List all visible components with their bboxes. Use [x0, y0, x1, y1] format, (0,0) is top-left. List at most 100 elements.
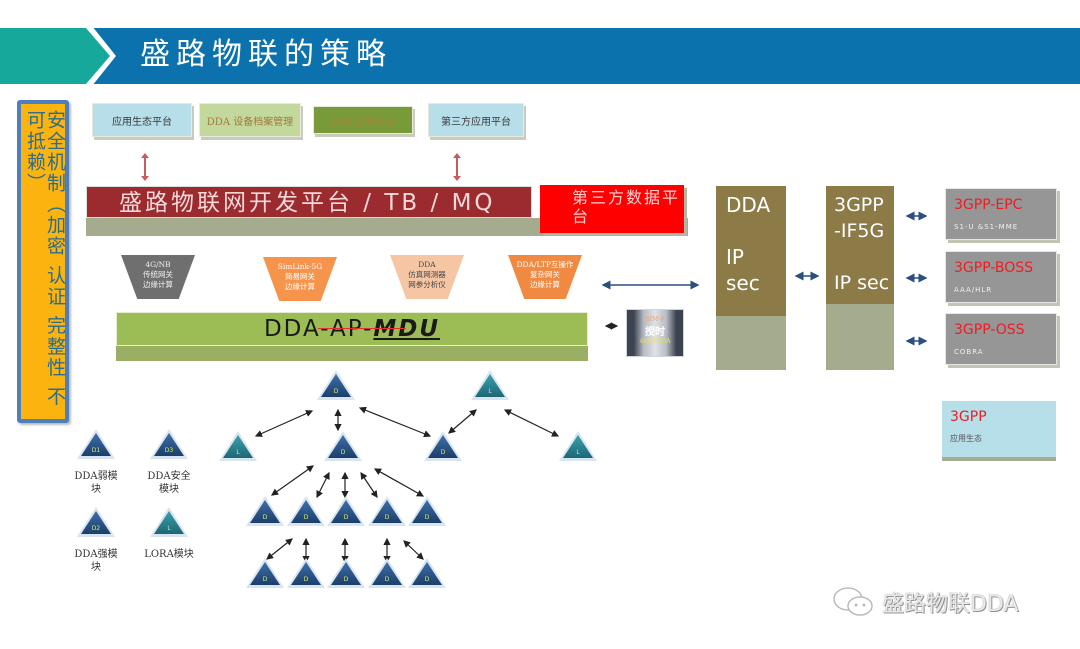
node-tag: D [425, 576, 430, 583]
arrow-mid-l3-4 [360, 472, 378, 498]
mdu-prefix: DDA-AP- [263, 316, 374, 342]
node-tag: D [385, 576, 390, 583]
dda-device-archive-box: DDA 设备档案管理 [199, 103, 301, 137]
watermark: 盛路物联DDA [832, 586, 1019, 618]
platform-base [86, 218, 688, 236]
gateway-line: DDA [418, 260, 436, 269]
arrow-app-platform [141, 153, 149, 181]
mdu-base [116, 344, 588, 361]
security-mechanism-text: 安全机制（加密 认证 完整性 不可抵赖） [24, 110, 66, 408]
arrow-root-lora-left [254, 410, 314, 437]
node-dda-right: D [424, 431, 462, 461]
legend-lora: LORA模块 [144, 549, 194, 560]
gpp-box-sub: AAA/HLR [954, 286, 993, 294]
gpp-box-title: 3GPP-OSS [954, 322, 1025, 338]
auth-device-bottom: 4x1 TDOA [639, 338, 671, 345]
gateway-line: DDA/LTP互操作 [516, 260, 574, 269]
node-tag: D [344, 576, 349, 583]
banner [86, 28, 1080, 84]
node-tag: L [576, 449, 580, 456]
node-tag: D1 [92, 447, 101, 454]
node-dda-l4-3: D [327, 558, 365, 588]
auth-device-label: 授时 [645, 327, 665, 338]
dda-ipsec-block: DDA IP sec [716, 186, 786, 316]
security-mechanism-panel: 安全机制（加密 认证 完整性 不可抵赖） [17, 100, 69, 423]
arrow-root-right [358, 406, 432, 438]
gateway-line: 边缘计算 [530, 280, 560, 289]
node-tag: D [425, 514, 430, 521]
node-lora-left: L [219, 431, 257, 461]
arrow-mid-l3-5 [373, 468, 425, 497]
node-dda-l4-2: D [287, 558, 325, 588]
dda-device-auth-box: DDA 设备认证 [313, 106, 413, 134]
node-lora-far: L [559, 431, 597, 461]
wechat-icon [833, 587, 873, 616]
gpp-if5g-line: -IF5G [834, 220, 885, 242]
node-tag: L [167, 525, 171, 532]
node-tag: D [344, 514, 349, 521]
node-dda-root: D [317, 370, 355, 400]
dda-ipsec-line: IP [726, 245, 744, 269]
legend-node-d1: D1 [77, 429, 115, 459]
arrow-lora-root-right [448, 409, 477, 434]
gpp-eco-title: 3GPP [950, 409, 987, 425]
watermark-text: 盛路物联DDA [882, 592, 1019, 617]
gateway-line: 边缘计算 [285, 282, 315, 291]
node-dda-l3-1: D [246, 496, 284, 526]
arrow-l3-l4-5 [403, 540, 424, 560]
page-title: 盛路物联的策略 [140, 37, 392, 72]
node-lora-root: L [471, 370, 509, 400]
node-tag: D2 [92, 525, 101, 532]
third-party-app-box: 第三方应用平台 [428, 103, 524, 137]
node-tag: D3 [165, 447, 174, 454]
app-ecosystem-box: 应用生态平台 [92, 103, 192, 137]
gpp-eco-sub: 应用生态 [950, 434, 982, 443]
gpp-if5g-line: IP sec [834, 272, 890, 294]
mdu-emphasis: MDU [373, 316, 441, 342]
third-party-data-platform: 第三方数据平台 [540, 185, 684, 233]
gateway-line: SimLink-5G [277, 262, 323, 271]
gateway-line: 仿真网测器 [408, 270, 446, 279]
legend-node-lora: L [150, 507, 188, 537]
node-dda-l3-2: D [287, 496, 325, 526]
node-tag: D [385, 514, 390, 521]
arrow-thirdapp-platform [453, 153, 461, 181]
arrow-mid-l3-1 [271, 465, 314, 496]
node-dda-mid: D [324, 431, 362, 461]
gpp-if5g-block: 3GPP -IF5G IP sec [826, 186, 894, 304]
gpp-box-title: 3GPP-EPC [954, 197, 1023, 213]
legend-node-d3: D3 [150, 429, 188, 459]
node-tag: D [263, 576, 268, 583]
legend-dda-weak: DDA弱模块 [74, 471, 118, 495]
node-dda-l4-1: D [246, 558, 284, 588]
node-tag: D [341, 449, 346, 456]
gateway-line: 简易网关 [285, 272, 315, 281]
arrow-mid-l3-2 [316, 471, 330, 499]
auth-device-top: SIM卡 [645, 316, 665, 323]
node-tag: D [304, 576, 309, 583]
gateway-line: 复杂网关 [530, 270, 560, 279]
gpp-box-title: 3GPP-BOSS [954, 260, 1034, 276]
dda-ipsec-line: sec [726, 271, 760, 295]
banner-chevron [80, 26, 116, 86]
node-tag: D [263, 514, 268, 521]
gpp-epc-box: 3GPP-EPC S1-U &S1-MME [945, 188, 1057, 240]
node-dda-l3-5: D [408, 496, 446, 526]
node-tag: L [236, 449, 240, 456]
legend-dda-secure: DDA安全模块 [147, 471, 191, 495]
gpp-if5g-line: 3GPP [834, 194, 884, 216]
gateway-line: 网参分析仪 [408, 280, 446, 289]
arrow-l3-l4-1 [266, 538, 293, 560]
legend-node-d2: D2 [77, 507, 115, 537]
node-dda-l3-3: D [327, 496, 365, 526]
gateway-line: 边缘计算 [143, 280, 173, 289]
iot-dev-platform-bar: 盛路物联网开发平台 / TB / MQ [86, 186, 532, 218]
node-dda-l4-5: D [408, 558, 446, 588]
mdu-red-line [318, 328, 406, 329]
node-dda-l3-4: D [368, 496, 406, 526]
node-tag: L [488, 388, 492, 395]
dda-ap-mdu-bar: DDA-AP-MDU [116, 312, 588, 346]
node-dda-l4-4: D [368, 558, 406, 588]
arrow-lora-root-far [503, 409, 560, 437]
